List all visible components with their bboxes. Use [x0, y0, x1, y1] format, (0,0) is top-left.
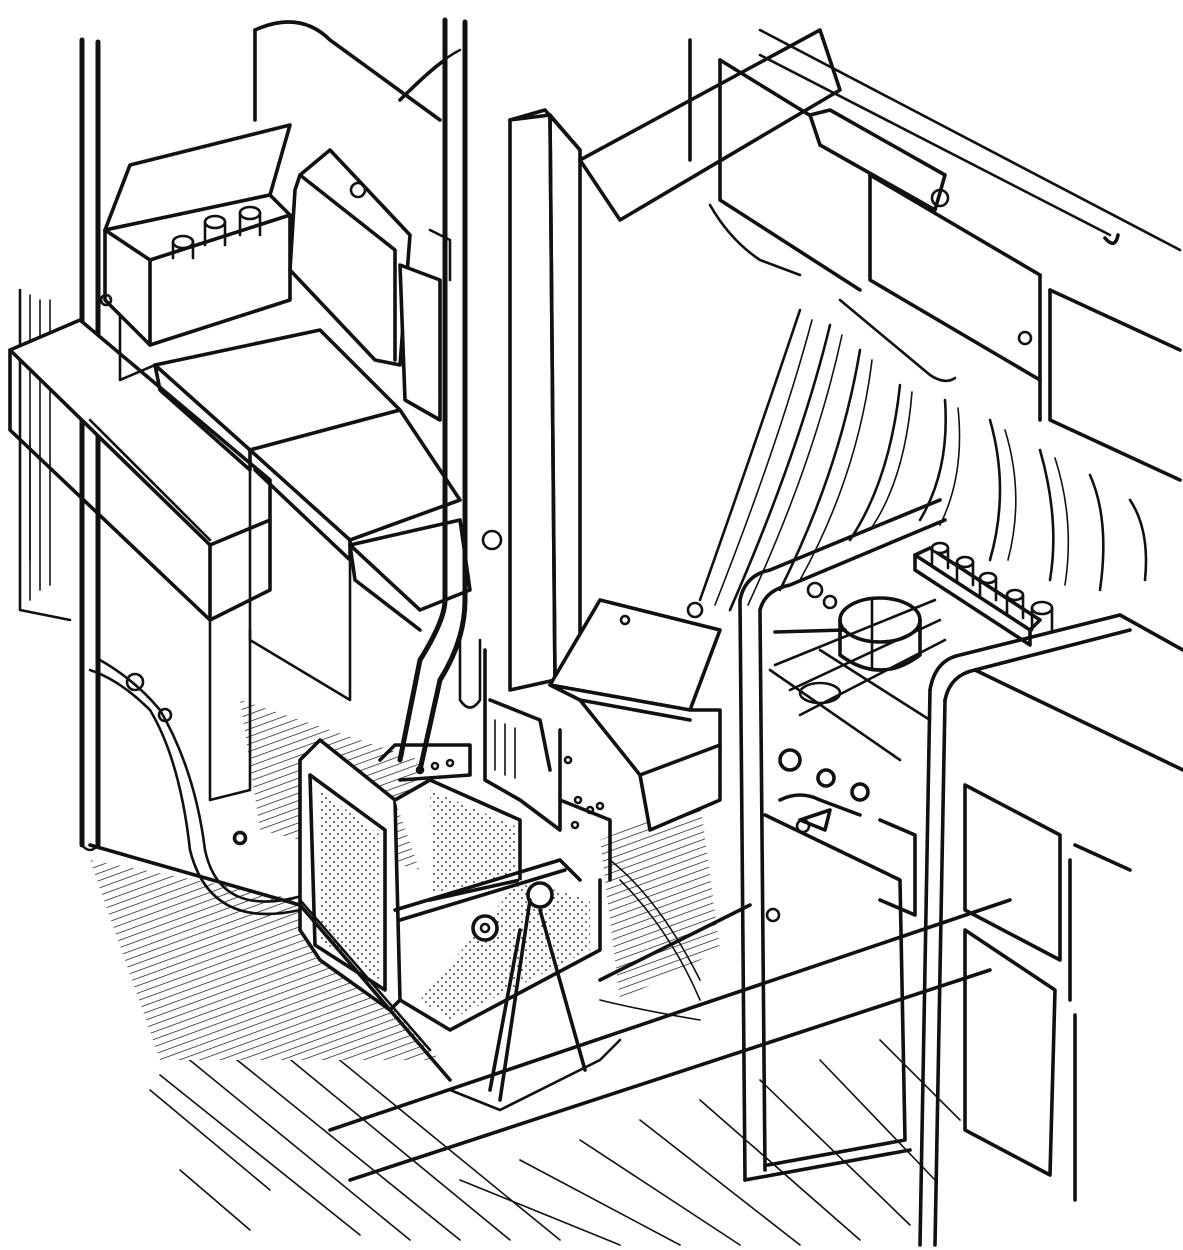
cabin-floor-edge [88, 831, 752, 1112]
seat-back-cushion [288, 148, 452, 422]
knob-icon[interactable] [778, 748, 802, 772]
center-pole [397, 17, 503, 773]
knob-icon[interactable] [816, 768, 836, 788]
right-counter [918, 613, 1183, 1247]
netting-strap [508, 28, 842, 692]
bench-seat [118, 278, 472, 702]
left-door-post [79, 37, 101, 852]
jar-icon [1005, 588, 1025, 620]
right-cupboard-doors[interactable] [963, 783, 1132, 1202]
fold-down-table[interactable] [8, 318, 272, 802]
box-stand [483, 648, 612, 882]
floor-shading-center [599, 800, 720, 1021]
upper-cabinets [688, 28, 1182, 482]
jar-icon [930, 541, 950, 570]
pot-on-burner[interactable] [773, 596, 922, 672]
jar-icon [1030, 600, 1054, 634]
storage-box-with-bottles[interactable] [99, 123, 292, 347]
spice-shelf [913, 541, 1054, 647]
knob-icon[interactable] [850, 782, 870, 802]
curved-wall-panels [698, 308, 1148, 612]
cabin-chair[interactable] [298, 738, 602, 1102]
bottle-icon [203, 214, 227, 247]
back-wall-panel [253, 20, 462, 122]
jar-icon [955, 555, 975, 587]
bottle-icon [238, 205, 262, 237]
stove-grill [768, 581, 947, 762]
floor-shading-left [90, 700, 460, 1060]
bottle-icon [171, 234, 195, 260]
oven-door[interactable] [763, 813, 917, 1167]
open-box[interactable] [548, 598, 722, 832]
stove-unit [738, 498, 947, 1182]
stove-knobs[interactable] [778, 748, 870, 834]
jar-icon [978, 571, 998, 602]
